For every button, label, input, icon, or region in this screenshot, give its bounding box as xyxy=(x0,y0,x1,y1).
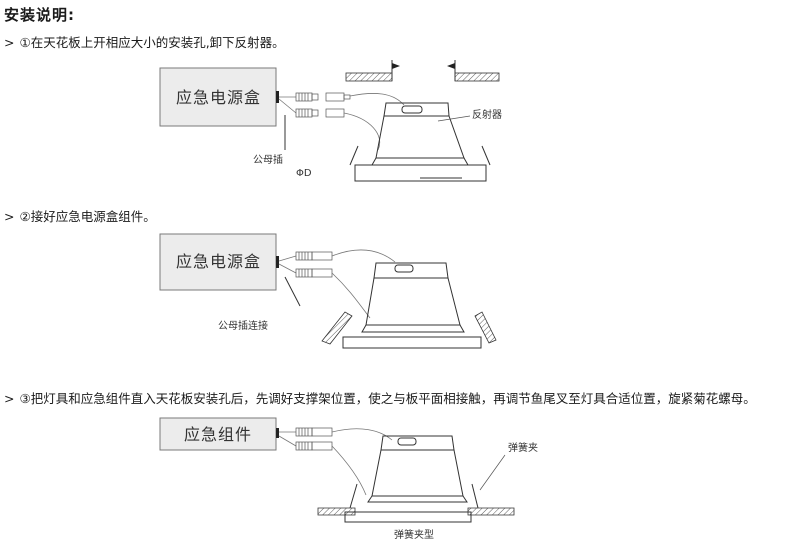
figure-1-diagram: 应急电源盒 公母插 ΦD 反射器 xyxy=(159,60,502,182)
step-2-arrow: > xyxy=(4,209,15,224)
reflector-label: 反射器 xyxy=(472,109,502,121)
connection-label: 公母插连接 xyxy=(218,319,268,332)
figure-2-diagram: 应急电源盒 公母插连接 xyxy=(159,233,497,349)
spring-clip-label: 弹簧夹 xyxy=(508,441,538,454)
step-1: > ①在天花板上开相应大小的安装孔,卸下反射器。 xyxy=(4,32,285,51)
connected-connector-icon xyxy=(278,251,333,278)
page-title: 安装说明: xyxy=(4,6,75,24)
step-3: > ③把灯具和应急组件直入天花板安装孔后，先调好支撑架位置，使之与板平面相接触，再… xyxy=(4,388,756,407)
step-3-text: ③把灯具和应急组件直入天花板安装孔后，先调好支撑架位置，使之与板平面相接触，再调… xyxy=(19,391,756,406)
step-3-arrow: > xyxy=(4,391,15,406)
downlight-fixture xyxy=(349,102,491,182)
downlight-fixture xyxy=(317,435,515,523)
connector-icon xyxy=(278,427,333,451)
emergency-power-box xyxy=(159,233,277,291)
box-outlet-icon xyxy=(276,91,279,103)
step-2-text: ②接好应急电源盒组件。 xyxy=(19,209,156,224)
step-2: > ②接好应急电源盒组件。 xyxy=(4,206,156,225)
downlight-fixture xyxy=(321,262,497,349)
step-1-text: ①在天花板上开相应大小的安装孔,卸下反射器。 xyxy=(19,35,285,50)
diameter-label: ΦD xyxy=(296,168,312,179)
emergency-power-box-label: 应急电源盒 xyxy=(176,252,261,271)
emergency-power-box-label: 应急电源盒 xyxy=(176,88,261,107)
emergency-module-box xyxy=(159,417,277,451)
step-1-arrow: > xyxy=(4,35,15,50)
spring-clip-type-label: 弹簧夹型 xyxy=(394,528,434,541)
connector-plug-icon xyxy=(278,92,351,118)
box-outlet-icon xyxy=(276,256,279,268)
box-outlet-icon xyxy=(276,428,279,438)
connector-label: 公母插 xyxy=(253,153,283,166)
emergency-module-label: 应急组件 xyxy=(184,425,252,444)
